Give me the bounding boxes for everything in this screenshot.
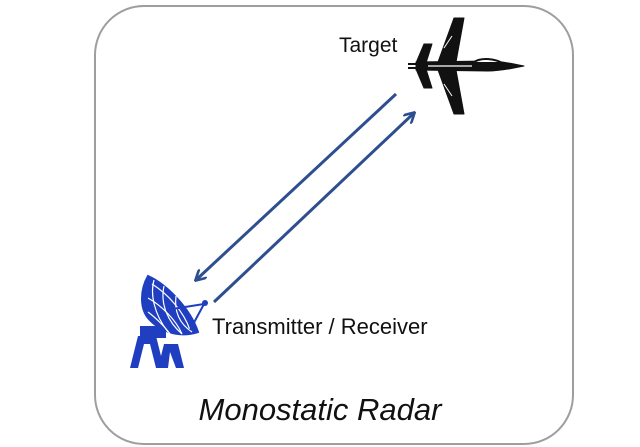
diagram-frame [94,5,574,445]
transmit-signal-arrow [212,113,414,304]
fighter-jet-icon [408,17,525,115]
return-signal-arrow [196,92,398,280]
transmitter-receiver-label: Transmitter / Receiver [212,314,428,339]
diagram-caption: Monostatic Radar [198,392,442,427]
radar-dish-icon [130,274,208,368]
target-label: Target [339,34,398,57]
